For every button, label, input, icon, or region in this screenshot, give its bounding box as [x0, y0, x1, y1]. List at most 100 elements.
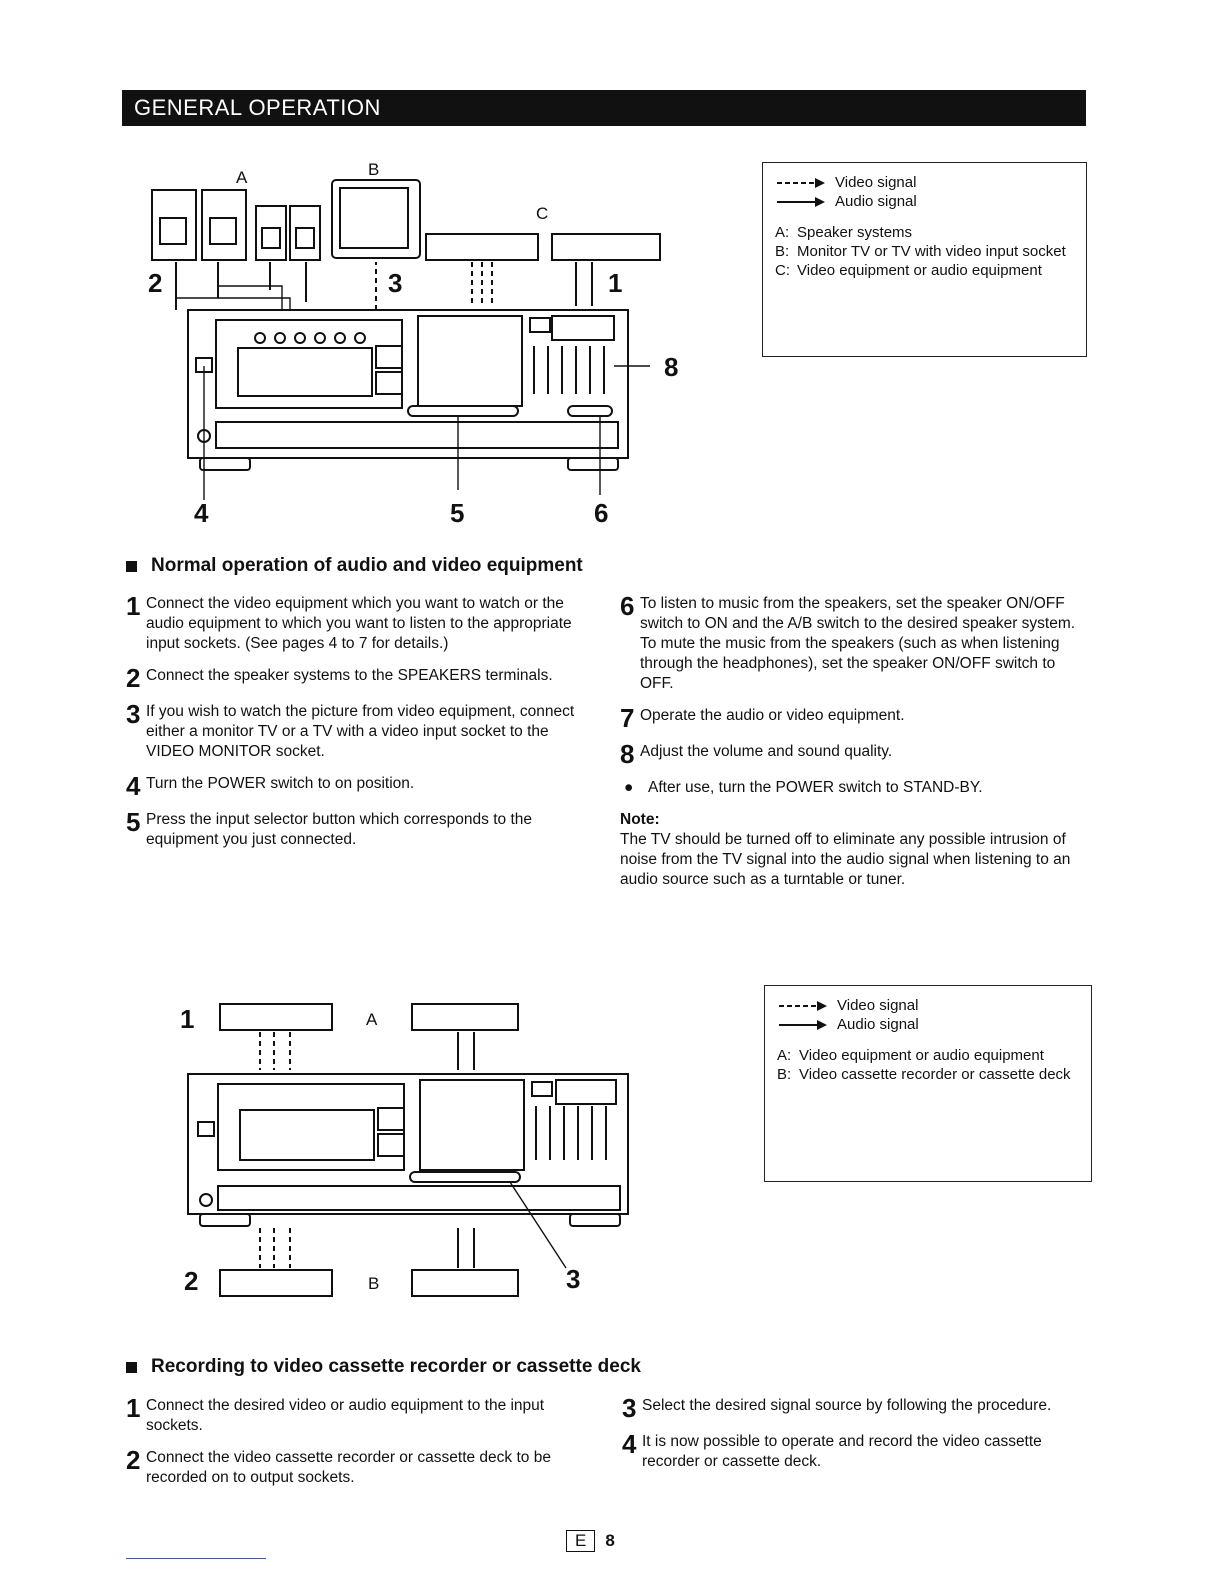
step-number: 2 [126, 1445, 141, 1475]
step-text: Turn the POWER switch to on position. [146, 775, 415, 792]
callout-1: 1 [180, 1004, 195, 1034]
legend-audio-row: Audio signal [777, 1015, 1079, 1034]
square-bullet-icon [126, 560, 137, 572]
connection-diagram-1: A B C 2 3 1 8 4 5 6 [130, 150, 690, 530]
section-heading-1: Normal operation of audio and video equi… [126, 555, 583, 577]
legend-item: C: Video equipment or audio equipment [775, 261, 1074, 280]
step-number: 4 [622, 1429, 637, 1459]
legend-audio-label: Audio signal [835, 193, 917, 210]
dot-bullet-icon: ● [624, 779, 634, 796]
step-text: If you wish to watch the picture from vi… [146, 703, 575, 760]
step-number: 7 [620, 703, 635, 733]
legend-text: Video equipment or audio equipment [799, 1047, 1044, 1064]
dashed-arrow-icon [777, 177, 825, 188]
callout-2: 2 [184, 1266, 199, 1296]
legend-box-2: Video signal Audio signal A: Video equipm… [764, 985, 1092, 1182]
heading-text: Recording to video cassette recorder or … [151, 1356, 641, 1377]
dashed-arrow-icon [779, 1000, 827, 1011]
page-number-text: 8 [605, 1531, 615, 1550]
callout-4: 4 [194, 498, 209, 528]
step-text: Connect the video equipment which you wa… [146, 595, 572, 652]
step: 7 Operate the audio or video equipment. [620, 703, 1092, 733]
legend-item: B:Video cassette recorder or cassette de… [777, 1065, 1079, 1084]
solid-arrow-icon [779, 1019, 827, 1030]
legend-text: Video equipment or audio equipment [797, 262, 1042, 279]
section-banner: GENERAL OPERATION [122, 90, 1086, 126]
step-text: Connect the desired video or audio equip… [146, 1397, 545, 1434]
legend-video-row: Video signal [777, 996, 1079, 1015]
solid-arrow-icon [777, 196, 825, 207]
legend-item: B:Monitor TV or TV with video input sock… [775, 242, 1074, 261]
legend-key: A: [775, 224, 790, 241]
step: 3 Select the desired signal source by fol… [622, 1393, 1092, 1423]
label-a: A [366, 1010, 378, 1029]
callout-3: 3 [566, 1264, 581, 1294]
callout-1: 1 [608, 268, 623, 298]
legend-video-label: Video signal [837, 997, 919, 1014]
callout-2: 2 [148, 268, 163, 298]
bullet-item: ● After use, turn the POWER switch to STA… [620, 778, 1092, 798]
step-number: 3 [126, 699, 141, 729]
legend-key: C: [775, 262, 790, 279]
note-text: The TV should be turned off to eliminate… [620, 831, 1071, 888]
bullet-text: After use, turn the POWER switch to STAN… [648, 779, 983, 796]
step: 2 Connect the speaker systems to the SPEA… [126, 663, 588, 693]
step-number: 1 [126, 1393, 141, 1423]
step-text: Operate the audio or video equipment. [640, 707, 905, 724]
diagram-2-drawing [187, 1003, 629, 1297]
step-text: Select the desired signal source by foll… [642, 1397, 1052, 1414]
step-number: 6 [620, 591, 635, 621]
callout-3: 3 [388, 268, 403, 298]
step-text: Press the input selector button which co… [146, 811, 532, 848]
legend-video-label: Video signal [835, 174, 917, 191]
step-text: Connect the video cassette recorder or c… [146, 1449, 551, 1486]
step-number: 2 [126, 663, 141, 693]
step-number: 3 [622, 1393, 637, 1423]
step-text-extra: To mute the music from the speakers (suc… [640, 635, 1060, 692]
legend-item: A: Video equipment or audio equipment [777, 1046, 1079, 1065]
step: 4 Turn the POWER switch to on position. [126, 771, 588, 801]
label-c: C [536, 204, 549, 223]
label-b: B [368, 160, 380, 179]
step-text: It is now possible to operate and record… [642, 1433, 1042, 1470]
connection-diagram-2: 1 A 2 B 3 [170, 990, 629, 1310]
legend-audio-row: Audio signal [775, 192, 1074, 211]
step-text: To listen to music from the speakers, se… [640, 595, 1076, 632]
label-b: B [368, 1274, 380, 1293]
legend-audio-label: Audio signal [837, 1016, 919, 1033]
page-number: E 8 [566, 1530, 615, 1552]
language-box: E [566, 1530, 596, 1552]
step-number: 4 [126, 771, 141, 801]
callout-8: 8 [664, 352, 679, 382]
legend-text: Speaker systems [797, 224, 913, 241]
heading-text: Normal operation of audio and video equi… [151, 555, 583, 576]
diagram-1-drawing [151, 179, 661, 500]
step-number: 1 [126, 591, 141, 621]
section-heading-2: Recording to video cassette recorder or … [126, 1356, 641, 1378]
legend-key: B: [775, 243, 790, 260]
callout-6: 6 [594, 498, 609, 528]
note-heading: Note: [620, 811, 660, 828]
step-text: Connect the speaker systems to the SPEAK… [146, 667, 553, 684]
label-a: A [236, 168, 248, 187]
legend-key: B: [777, 1066, 792, 1083]
footer-rule [126, 1558, 266, 1559]
legend-key: A: [777, 1047, 792, 1064]
steps-right-2: 3 Select the desired signal source by fol… [622, 1393, 1092, 1484]
step-number: 8 [620, 739, 635, 769]
legend-box-1: Video signal Audio signal A: Speaker syst… [762, 162, 1087, 357]
callout-5: 5 [450, 498, 465, 528]
legend-video-row: Video signal [775, 173, 1074, 192]
legend-item: A: Speaker systems [775, 223, 1074, 242]
